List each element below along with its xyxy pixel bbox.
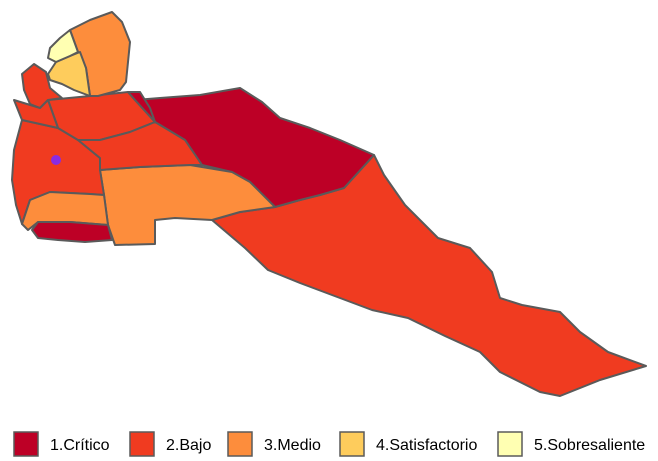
legend-swatch bbox=[227, 431, 253, 457]
legend-swatch bbox=[13, 431, 39, 457]
legend-swatch bbox=[497, 431, 523, 457]
legend-label: 1.Crítico bbox=[50, 437, 110, 454]
legend-label: 5.Sobresaliente bbox=[534, 437, 645, 454]
legend-swatch bbox=[129, 431, 155, 457]
region-critico-wedge bbox=[127, 91, 156, 123]
legend-label: 2.Bajo bbox=[166, 437, 211, 454]
region-east-small bbox=[77, 121, 203, 171]
legend-label: 4.Satisfactorio bbox=[376, 437, 477, 454]
legend-label: 3.Medio bbox=[264, 437, 321, 454]
region-sobresaliente bbox=[47, 29, 79, 63]
region-south-west-strip bbox=[31, 221, 113, 243]
region-west-edge bbox=[13, 99, 59, 129]
legend-swatch bbox=[339, 431, 365, 457]
legend: 1.Crítico 2.Bajo 3.Medio 4.Satisfactorio… bbox=[13, 431, 645, 457]
location-marker bbox=[51, 155, 61, 165]
region-north-west-small bbox=[21, 63, 63, 109]
